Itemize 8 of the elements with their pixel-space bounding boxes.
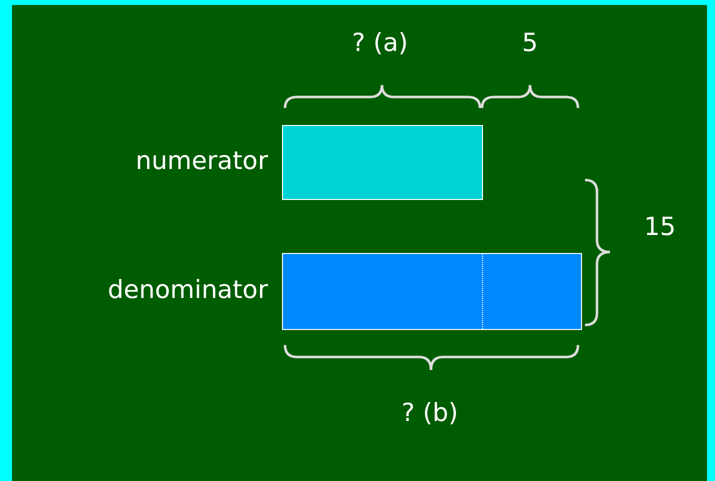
row-label: numerator (136, 146, 268, 176)
brace-label: ? (b) (402, 398, 458, 428)
brace-label: 5 (522, 28, 538, 58)
brace-label: ? (a) (352, 28, 408, 58)
bar (282, 253, 582, 330)
brace-label: 15 (644, 212, 676, 242)
row-label: denominator (108, 274, 268, 304)
bar (282, 125, 483, 200)
